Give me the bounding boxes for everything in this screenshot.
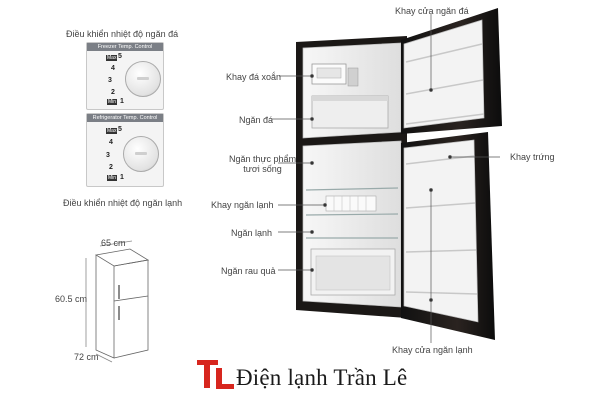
- ice-tray-shape: [311, 63, 359, 87]
- scale-5: 5: [118, 53, 122, 60]
- scale-2: 2: [111, 89, 115, 96]
- knob-notch: [137, 77, 149, 80]
- fridge-temp-knob[interactable]: [123, 136, 159, 172]
- max-tag: Max: [106, 128, 118, 134]
- freezer-drawer-shape: [311, 95, 389, 129]
- fridge-compartment-label: Ngăn lạnh: [231, 228, 273, 238]
- min-tag: Min: [107, 99, 118, 105]
- scale-1: 1: [120, 98, 124, 105]
- scale-3: 3: [106, 152, 110, 159]
- freezer-control-title: Freezer Temp. Control: [87, 43, 163, 51]
- fridge-control-title: Refrigerator Temp. Control: [87, 114, 163, 122]
- brand-logo: [197, 360, 234, 389]
- min-tag: Min: [107, 175, 118, 181]
- height-dimension: 60.5 cm: [55, 294, 88, 304]
- vegetable-drawer-shape: [310, 248, 396, 296]
- chiller-shelf-label: Khay ngăn lạnh: [211, 200, 274, 210]
- fridge-door: [401, 132, 495, 340]
- fridge-door-shelf-label: Khay cửa ngăn lạnh: [392, 345, 473, 355]
- fresh-food-label: Ngăn thực phẩm tươi sống: [229, 154, 297, 174]
- vegetable-drawer-label: Ngăn rau quả: [221, 266, 276, 276]
- egg-tray-label: Khay trứng: [510, 152, 555, 162]
- dimension-fridge-drawing: [85, 240, 150, 363]
- scale-4: 4: [111, 65, 115, 72]
- fridge-shelves: [305, 187, 399, 239]
- freezer-control-panel: Freezer Temp. Control Max 5 4 3 2 Min 1: [86, 42, 164, 110]
- depth-dimension: 72 cm: [74, 352, 99, 362]
- width-dimension: 65 cm: [101, 238, 126, 248]
- freezer-compartment-label: Ngăn đá: [239, 115, 274, 125]
- chiller-tray-shape: [325, 195, 377, 212]
- brand-name: Điện lạnh Trần Lê: [236, 365, 408, 390]
- freezer-control-label: Điều khiển nhiệt độ ngăn đá: [66, 29, 179, 39]
- fridge-control-label: Điều khiển nhiệt độ ngăn lạnh: [63, 198, 183, 208]
- fridge-control-panel: Refrigerator Temp. Control Max 5 4 3 2 M…: [86, 113, 164, 187]
- freezer-door-shelf-label: Khay cửa ngăn đá: [395, 6, 469, 16]
- scale-4: 4: [109, 139, 113, 146]
- callout-lines: [272, 14, 500, 343]
- max-tag: Max: [106, 55, 118, 61]
- knob-notch: [135, 152, 147, 155]
- ice-tray-label: Khay đá xoắn: [226, 72, 282, 82]
- freezer-temp-knob[interactable]: [125, 61, 161, 97]
- scale-1: 1: [120, 174, 124, 181]
- scale-2: 2: [109, 164, 113, 171]
- scale-3: 3: [108, 77, 112, 84]
- scale-5: 5: [118, 126, 122, 133]
- freezer-door: [401, 8, 502, 134]
